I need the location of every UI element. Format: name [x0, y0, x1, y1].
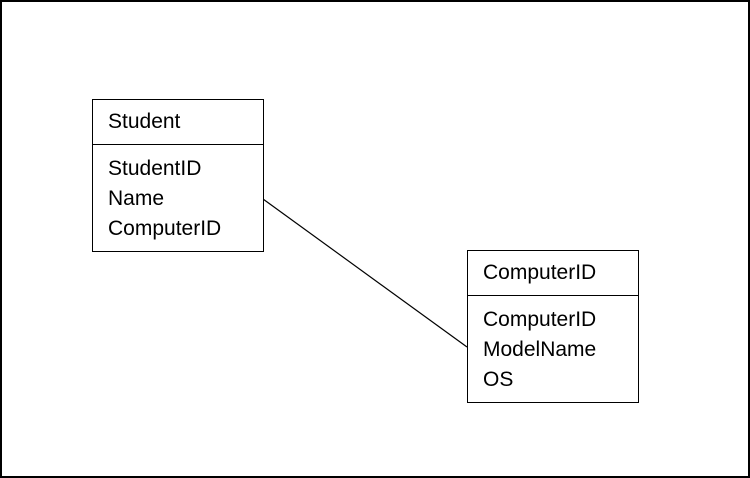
student-field-computerid: ComputerID [108, 217, 222, 240]
computer-field-os: OS [483, 368, 514, 391]
student-field-name: Name [108, 187, 165, 210]
student-field-studentid: StudentID [108, 157, 202, 180]
student-entity-fields: StudentID Name ComputerID [93, 145, 263, 244]
computer-entity-fields: ComputerID ModelName OS [468, 296, 638, 395]
student-computer-connector [262, 198, 468, 348]
student-entity-box: Student StudentID Name ComputerID [92, 99, 264, 252]
computer-field-computerid: ComputerID [483, 308, 597, 331]
student-entity-title: Student [93, 100, 263, 145]
computer-entity-box: ComputerID ComputerID ModelName OS [467, 250, 639, 403]
computer-entity-title: ComputerID [468, 251, 638, 296]
computer-field-modelname: ModelName [483, 338, 597, 361]
